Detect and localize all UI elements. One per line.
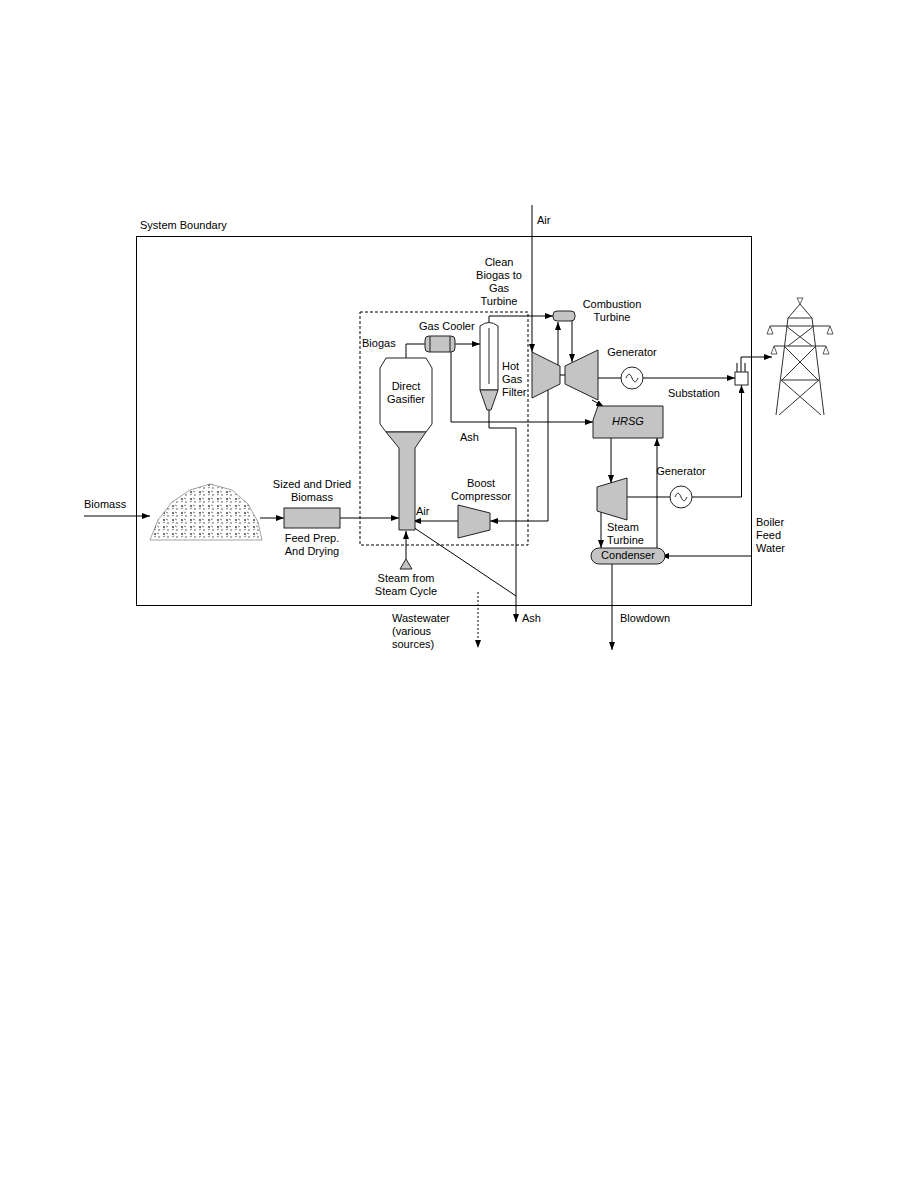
grid-line: [745, 363, 746, 372]
flow-line: [489, 316, 553, 322]
combustion-gas-line: [572, 321, 573, 362]
blowdown-line: [612, 564, 613, 650]
ash-line: [489, 410, 516, 622]
compressor-shape: [458, 505, 490, 538]
stream-label: Air: [537, 214, 550, 227]
feed-arrow: [84, 516, 150, 517]
stream-label: Ash: [460, 431, 479, 444]
grid-line: [741, 357, 772, 372]
node-label: Generator: [653, 465, 709, 478]
gas-turbine-compressor: [532, 352, 560, 398]
node-shape: [553, 311, 575, 321]
turbine-shaft: [598, 378, 621, 379]
grid-line: [737, 363, 738, 372]
hot-gas-filter: Hot Gas Filter: [480, 322, 498, 410]
node-label: Generator: [604, 346, 660, 359]
node-shape: [458, 505, 490, 538]
node-label: System Boundary: [140, 219, 227, 232]
gas-cooler: Gas Cooler: [425, 336, 455, 352]
generator: Generator: [670, 486, 692, 508]
flow-line: [627, 497, 670, 498]
node-label: Sized and Dried Biomass: [270, 478, 354, 504]
wastewater-line: [478, 592, 479, 648]
node-shape: [735, 372, 748, 385]
node-shape: [597, 478, 627, 520]
node-label: HRSG: [593, 415, 663, 428]
filter-hopper: [480, 390, 498, 410]
stream-label: Wastewater (various sources): [392, 612, 456, 651]
flow-label: Clean Biogas to Gas Turbine: [476, 256, 522, 308]
flow-line: [340, 518, 399, 519]
flow-line: [601, 511, 602, 548]
sine-symbol: [626, 374, 638, 382]
flow-line: [451, 352, 593, 422]
node-label: Condenser: [591, 549, 665, 562]
node-shape: [480, 322, 498, 410]
combustor-shape: [553, 311, 575, 321]
transmission-tower: [770, 304, 830, 415]
system-boundary: System BoundarySized and Dried BiomassFe…: [136, 236, 752, 606]
flow-line: [611, 438, 612, 483]
condenser: Condenser: [591, 548, 665, 564]
combustor: Combustion Turbine: [553, 311, 575, 321]
feed-prep-shape: [284, 508, 340, 528]
cooler-shape: [425, 336, 455, 352]
generator-symbol: [670, 486, 692, 508]
feed-prep-box: Sized and Dried BiomassFeed Prep. And Dr…: [284, 508, 340, 528]
node-label: Feed Prep. And Drying: [281, 532, 343, 558]
condenser-shape: [591, 548, 665, 564]
flow-line: [413, 521, 458, 522]
cooler-band: [430, 336, 450, 352]
flow-line: [692, 385, 742, 497]
filter-element: [489, 328, 490, 384]
compressed-air-line: [558, 322, 559, 365]
flow-line: [455, 344, 480, 345]
steam-triangle: [400, 559, 412, 569]
node-label: Combustion Turbine: [578, 298, 646, 324]
node-shape: [284, 508, 340, 528]
node-label: Boost Compressor: [450, 477, 512, 503]
insulators: [767, 298, 833, 354]
biomass-pile: [150, 484, 262, 540]
gasifier-shell: [380, 358, 432, 432]
substation: Substation: [735, 372, 748, 385]
node-label: Gas Cooler: [419, 320, 475, 333]
flow-line: [643, 378, 735, 379]
stream-label: Steam from Steam Cycle: [370, 572, 442, 598]
stream-label: Blowdown: [620, 612, 670, 625]
boost-compressor: Boost Compressor: [458, 505, 490, 538]
steam-turbine: Steam Turbine: [597, 478, 627, 520]
generator: Generator: [621, 367, 643, 389]
substation-box: [735, 372, 748, 385]
flow-line: [657, 438, 658, 548]
node-label: Steam Turbine: [607, 521, 653, 547]
gas-turbine-expander: [565, 350, 598, 400]
generator-symbol: [621, 367, 643, 389]
flow-line: [406, 344, 425, 358]
feed-arrow: [260, 518, 284, 519]
turbine-shaft: [560, 375, 565, 376]
node-label: Hot Gas Filter: [502, 360, 532, 399]
hrsg: HRSG: [593, 406, 663, 438]
turbine-shape: [597, 478, 627, 520]
stream-label: Boiler Feed Water: [756, 516, 796, 555]
flow-label: Air: [416, 505, 429, 518]
sine-symbol: [675, 493, 687, 501]
flow-label: Biogas: [362, 337, 396, 350]
feedwater-line: [661, 556, 752, 557]
hrsg-shape: [593, 406, 663, 438]
filter-shell: [480, 323, 498, 391]
stream-label: Biomass: [84, 498, 126, 511]
node-label: Substation: [668, 387, 720, 400]
air-inlet-line: [532, 205, 533, 352]
node-shape: [425, 336, 455, 352]
steam-line: [406, 531, 407, 559]
stream-label: Ash: [522, 612, 541, 625]
node-shape: [621, 367, 643, 389]
node-label: Direct Gasifier: [380, 380, 432, 406]
node-shape: [670, 486, 692, 508]
